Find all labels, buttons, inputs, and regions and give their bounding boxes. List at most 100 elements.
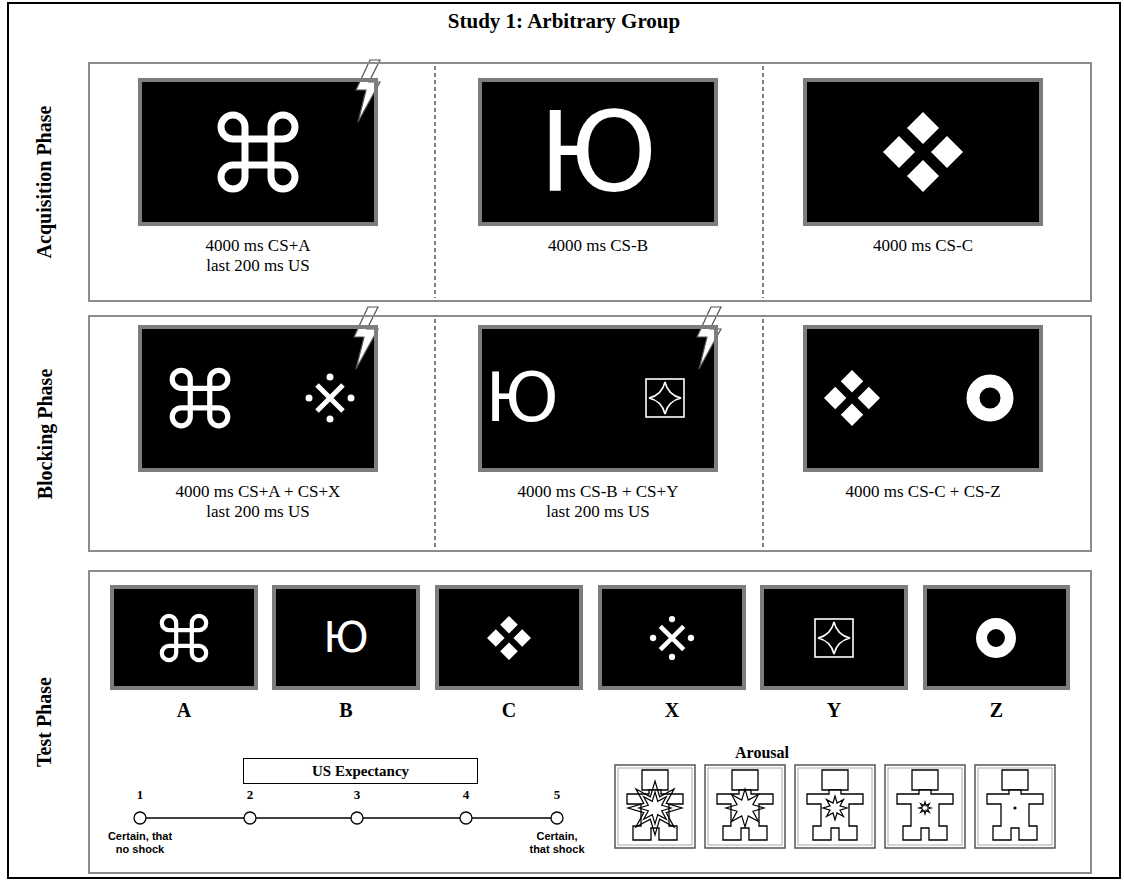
sam-frame — [885, 765, 965, 848]
dotted-cross — [650, 616, 694, 660]
scale-number: 3 — [347, 787, 367, 802]
manikin — [807, 770, 863, 840]
diamond-cluster — [883, 112, 963, 192]
stimulus-letter: B — [272, 698, 420, 722]
figure-title: Study 1: Arbitrary Group — [8, 9, 1120, 33]
trial-caption: 4000 ms CS-C — [823, 236, 1023, 256]
scale-point — [351, 812, 363, 824]
sam-frame — [618, 768, 692, 845]
scale-point — [134, 812, 146, 824]
phase-panel: Acquisition Phase4000 ms CS+A last 200 m… — [88, 62, 1092, 302]
trial-caption: 4000 ms CS-C + CS-Z — [813, 482, 1033, 502]
diamond-cluster — [824, 370, 880, 426]
sam-frame — [708, 768, 782, 845]
trial-caption: 4000 ms CS-B — [498, 236, 698, 256]
scale-point — [244, 812, 256, 824]
stimulus-screen: C — [435, 585, 583, 690]
command-symbol — [162, 616, 206, 660]
diamond-cluster — [487, 616, 531, 660]
scale-number: 2 — [240, 787, 260, 802]
stimulus-letter: Y — [760, 698, 908, 722]
framed-star — [815, 619, 853, 657]
command-symbol — [172, 370, 228, 426]
outer-frame — [8, 3, 1120, 878]
phase-heading: Blocking Phase — [32, 315, 56, 552]
stimulus-screen: A — [110, 585, 258, 690]
sam-frame — [615, 765, 695, 848]
trial-caption: 4000 ms CS+A last 200 ms US — [198, 236, 318, 277]
ring-symbol — [982, 624, 1011, 653]
separator — [435, 66, 436, 298]
scale-heading: Arousal — [702, 744, 822, 762]
sam-box — [615, 765, 695, 848]
sam-frame — [798, 768, 872, 845]
ring-symbol — [973, 381, 1007, 415]
separator — [763, 66, 764, 298]
phase-panel: Blocking Phase4000 ms CS+A + CS+X last 2… — [88, 315, 1092, 552]
sam-frame — [795, 765, 875, 848]
arousal-dot — [1013, 806, 1016, 809]
scale-number: 5 — [547, 787, 567, 802]
sam-frame — [975, 765, 1055, 848]
scale-anchor: Certain, that no shock — [103, 830, 177, 855]
stimulus-glyph: Ю — [485, 364, 558, 432]
stimulus-screen: 4000 ms CS+A + CS+X last 200 ms US — [138, 325, 378, 472]
separator — [763, 319, 764, 548]
screen-ground — [110, 585, 258, 690]
trial-caption: 4000 ms CS+A + CS+X last 200 ms US — [169, 482, 347, 523]
stimulus-screen: X — [598, 585, 746, 690]
scale-point — [460, 812, 472, 824]
stimulus-screen: Y — [760, 585, 908, 690]
scale-title-box: US Expectancy — [243, 758, 478, 784]
dotted-cross — [306, 374, 355, 423]
screen-ground — [138, 78, 378, 226]
sam-frame — [705, 765, 785, 848]
sam-box — [885, 765, 965, 848]
arousal-burst — [628, 781, 682, 835]
arousal-burst — [919, 802, 931, 814]
arousal-burst — [639, 792, 671, 824]
screen-ground — [478, 78, 718, 226]
manikin — [717, 770, 773, 840]
screen-ground — [435, 585, 583, 690]
stimulus-glyph: Ю — [539, 97, 658, 207]
stimulus-screen: Z — [923, 585, 1070, 690]
stimulus-letter: A — [110, 698, 258, 722]
scale-anchor: Certain, that shock — [528, 830, 586, 855]
arousal-burst — [823, 796, 847, 820]
screen-ground — [478, 325, 718, 472]
phase-heading: Test Phase — [32, 570, 56, 874]
screen-ground — [138, 325, 378, 472]
manikin — [897, 770, 953, 840]
rating-scale-line — [140, 817, 557, 819]
screen-ground — [923, 585, 1070, 690]
screen-ground — [598, 585, 746, 690]
screen-ground — [272, 585, 420, 690]
manikin — [627, 770, 683, 840]
screen-ground — [803, 78, 1043, 226]
separator — [435, 319, 436, 548]
stimulus-screen: Ю4000 ms CS-B + CS+Y last 200 ms US — [478, 325, 718, 472]
stimulus-screen: 4000 ms CS+A last 200 ms US — [138, 78, 378, 226]
framed-star — [646, 379, 684, 417]
stimulus-glyph: Ю — [323, 617, 368, 659]
manikin — [987, 770, 1043, 840]
stimulus-letter: C — [435, 698, 583, 722]
sam-frame — [978, 768, 1052, 845]
stimulus-letter: Z — [923, 698, 1070, 722]
stimulus-screen: Ю4000 ms CS-B — [478, 78, 718, 226]
sam-box — [705, 765, 785, 848]
sam-box — [975, 765, 1055, 848]
phase-panel: Test PhaseAЮBCXYZUS Expectancy — [88, 570, 1092, 874]
sam-frame — [888, 768, 962, 845]
arousal-burst — [726, 789, 764, 827]
screen-ground — [803, 325, 1043, 472]
screen-ground — [760, 585, 908, 690]
stimulus-letter: X — [598, 698, 746, 722]
phase-heading: Acquisition Phase — [32, 62, 56, 302]
scale-point — [551, 812, 563, 824]
stimulus-screen: 4000 ms CS-C — [803, 78, 1043, 226]
scale-number: 4 — [456, 787, 476, 802]
sam-box — [795, 765, 875, 848]
